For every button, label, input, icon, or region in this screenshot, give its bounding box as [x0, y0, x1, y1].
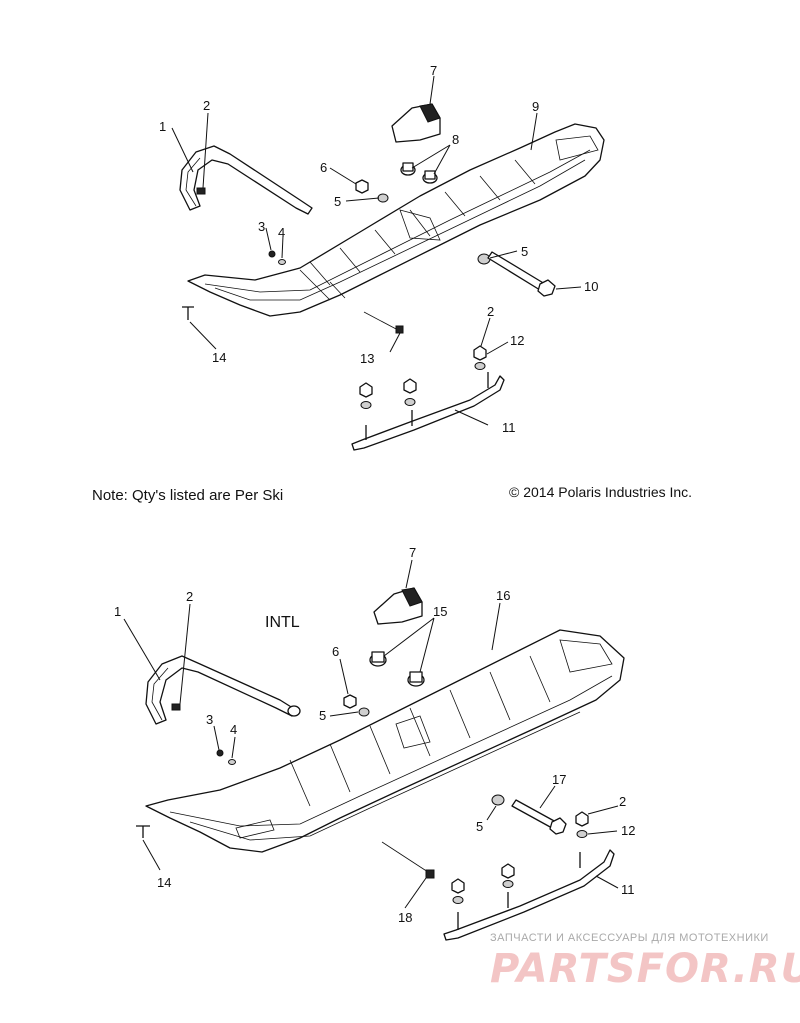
callout-6: 6 — [332, 644, 339, 659]
callout-18: 18 — [398, 910, 412, 925]
callout-4: 4 — [278, 225, 285, 240]
nut-top — [355, 179, 369, 194]
callout-1: 1 — [159, 119, 166, 134]
callout-5: 5 — [521, 244, 528, 259]
callout-4: 4 — [230, 722, 237, 737]
callout-14: 14 — [212, 350, 226, 365]
pin-top — [395, 325, 404, 334]
callout-2: 2 — [203, 98, 210, 113]
ski-body-bottom — [145, 629, 625, 853]
callout-7: 7 — [430, 63, 437, 78]
washer-small-top — [278, 259, 286, 265]
handle-loop-top — [179, 145, 313, 215]
intl-label: INTL — [265, 614, 300, 631]
callout-6: 6 — [320, 160, 327, 175]
watermark-logo: PARTSFOR.RU — [490, 946, 800, 992]
callout-8: 8 — [452, 132, 459, 147]
bottom-ski-assembly: INTL — [114, 545, 635, 941]
callout-9: 9 — [532, 99, 539, 114]
callout-16: 16 — [496, 588, 510, 603]
callout-5: 5 — [334, 194, 341, 209]
callout-2: 2 — [619, 794, 626, 809]
callout-10: 10 — [584, 279, 598, 294]
callout-11: 11 — [621, 882, 635, 897]
screw-small-top — [268, 250, 276, 258]
callout-15: 15 — [433, 604, 447, 619]
watermark-tagline: ЗАПЧАСТИ И АКСЕССУАРЫ ДЛЯ МОТОТЕХНИКИ — [490, 932, 769, 944]
copyright-notice: © 2014 Polaris Industries Inc. — [509, 484, 692, 500]
callout-12: 12 — [621, 823, 635, 838]
handle-loop-bottom — [145, 655, 297, 725]
callout-13: 13 — [360, 351, 374, 366]
washer-top-b — [477, 253, 491, 265]
quantity-note: Note: Qty's listed are Per Ski — [92, 487, 283, 504]
callout-11: 11 — [502, 420, 516, 435]
bolt-bottom — [511, 799, 557, 829]
callout-5: 5 — [476, 819, 483, 834]
runner-top — [351, 375, 505, 451]
washer-top-a — [377, 193, 389, 203]
callout-12: 12 — [510, 333, 524, 348]
handle-clip — [196, 187, 206, 195]
bolt-top — [487, 251, 546, 291]
ski-body-top — [187, 123, 605, 317]
callout-14: 14 — [157, 875, 171, 890]
top-ski-assembly: 1 2 3 4 5 5 6 7 8 9 10 2 12 13 14 11 — [159, 63, 605, 451]
callout-5: 5 — [319, 708, 326, 723]
callout-3: 3 — [206, 712, 213, 727]
callout-7: 7 — [409, 545, 416, 560]
bushing-pair-top — [400, 162, 438, 184]
callout-2: 2 — [487, 304, 494, 319]
callout-3: 3 — [258, 219, 265, 234]
rivet-top — [182, 306, 194, 320]
watermark: ЗАПЧАСТИ И АКСЕССУАРЫ ДЛЯ МОТОТЕХНИКИ PA… — [490, 932, 800, 992]
callout-17: 17 — [552, 772, 566, 787]
callout-1: 1 — [114, 604, 121, 619]
runner-bottom — [443, 849, 615, 941]
callout-2: 2 — [186, 589, 193, 604]
bushing-pair-bottom — [369, 651, 425, 687]
